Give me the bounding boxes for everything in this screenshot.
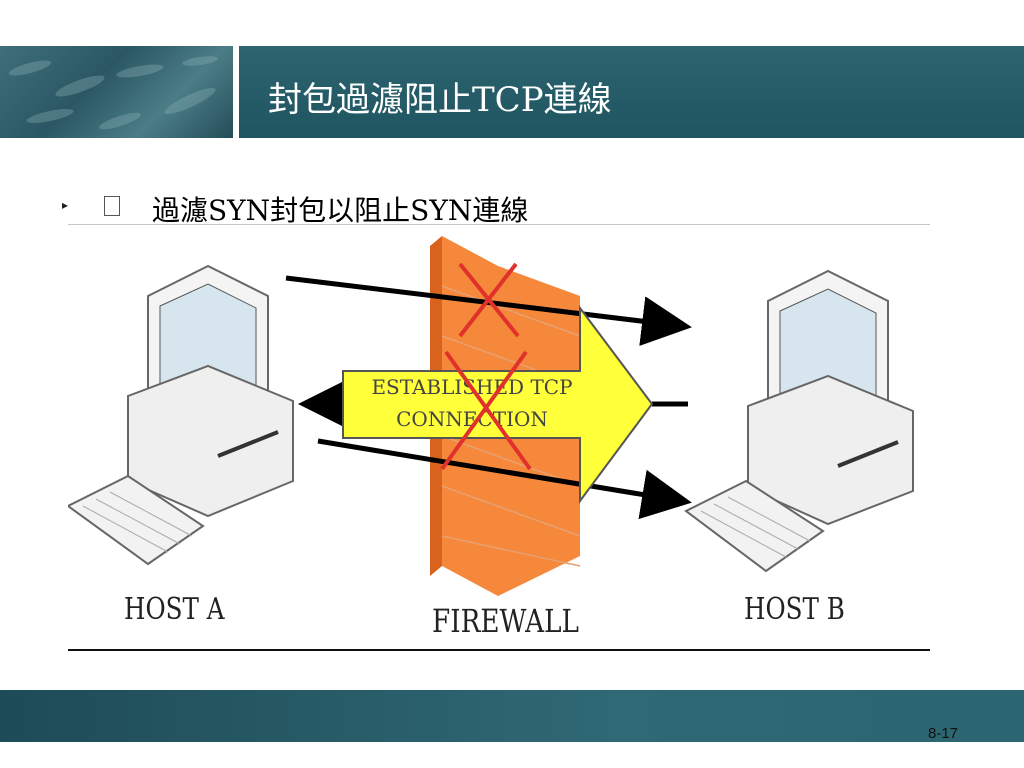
bullet-text: 過濾SYN封包以阻止SYN連線 [152, 194, 529, 227]
footer-bar [0, 690, 1024, 742]
bullet-arrow-icon: ▸ [62, 198, 69, 212]
host-b-label: HOST B [744, 592, 845, 627]
host-a-label: HOST A [124, 592, 225, 627]
header-image [0, 46, 233, 138]
cross-top-icon [458, 262, 520, 338]
slide-title: 封包過濾阻止TCP連線 [268, 80, 612, 120]
header-bar [239, 46, 1024, 138]
syn-arrow-bottom [317, 438, 692, 520]
page-number: 8-17 [928, 725, 959, 742]
bottom-rule [68, 649, 930, 651]
bullet-box-icon [104, 196, 120, 216]
header-divider [233, 46, 239, 138]
top-rule [68, 224, 930, 225]
host-a-computer-icon [68, 264, 294, 566]
fish-pattern [8, 56, 218, 130]
established-connection-arrow [342, 305, 654, 505]
firewall-label: FIREWALL [432, 602, 579, 640]
host-b-computer-icon [684, 269, 914, 573]
firewall-diagram: ESTABLISHED TCP CONNECTION [68, 236, 914, 596]
cross-bottom-icon [440, 350, 532, 471]
